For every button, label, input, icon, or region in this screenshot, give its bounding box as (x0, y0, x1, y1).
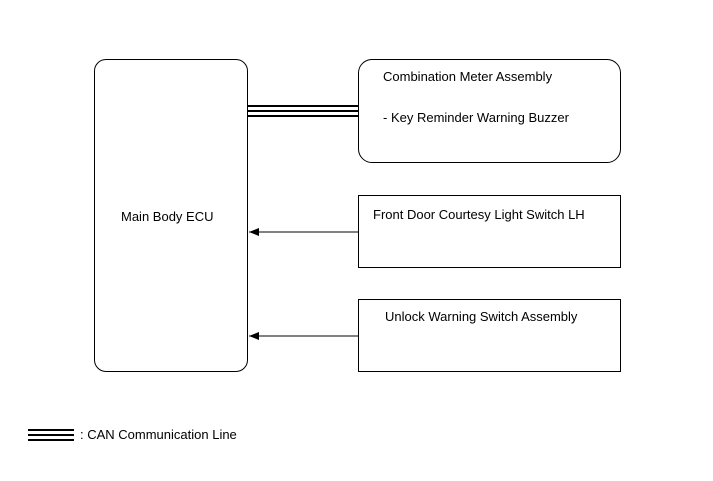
legend-can-line-icon (28, 429, 74, 441)
can-communication-line (248, 105, 358, 117)
front-door-switch-box (358, 195, 621, 268)
main-body-ecu-box (94, 59, 248, 372)
combination-meter-title: Combination Meter Assembly (383, 69, 553, 84)
key-reminder-buzzer-label: - Key Reminder Warning Buzzer (383, 110, 569, 125)
legend-can-label: : CAN Communication Line (80, 427, 237, 442)
front-door-switch-label: Front Door Courtesy Light Switch LH (373, 207, 585, 222)
unlock-warning-switch-label: Unlock Warning Switch Assembly (385, 309, 578, 324)
combination-meter-box (358, 59, 621, 163)
unlock-warning-switch-box (358, 299, 621, 372)
main-body-ecu-label: Main Body ECU (121, 209, 214, 224)
